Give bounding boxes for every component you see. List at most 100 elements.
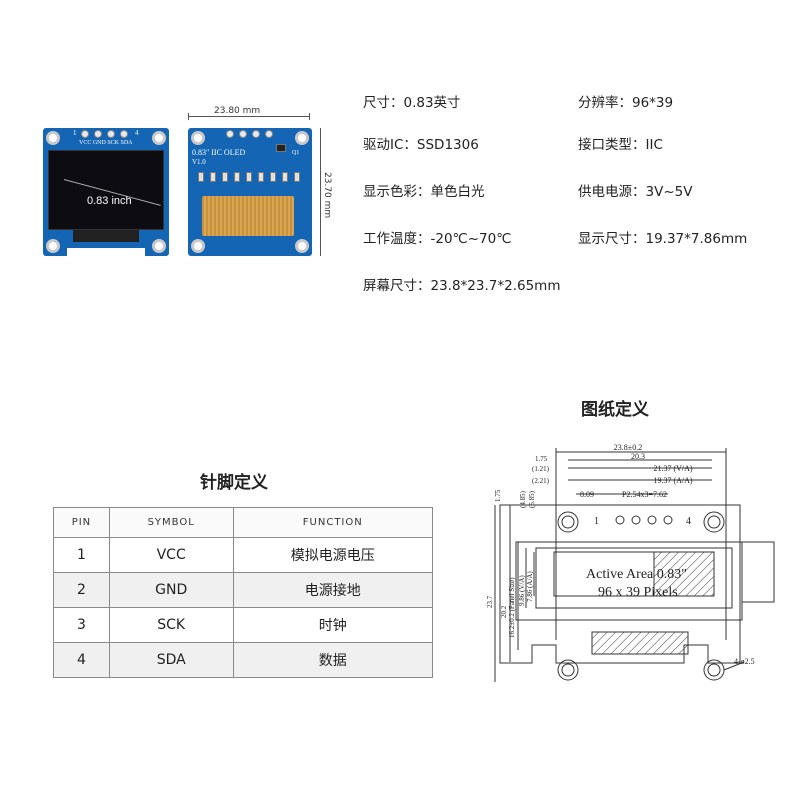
dim-vert-585: (5.85): [528, 490, 536, 508]
pin-pad: [120, 130, 128, 138]
spec-temperature: 工作温度：-20℃~70℃: [363, 231, 512, 247]
transistor-label: Q1: [292, 150, 300, 156]
capacitor: [282, 172, 288, 182]
pin-cell: 2: [53, 572, 110, 608]
drawing-section-title: 图纸定义: [581, 400, 649, 420]
board-model-text: 0.83" IIC OLED: [192, 148, 246, 157]
pin-number-4: 4: [135, 129, 139, 137]
height-dimension-line: [320, 128, 330, 256]
dim-left-221: (2.21): [532, 477, 550, 485]
dim-inner-width: 20.3: [631, 452, 645, 461]
dim-vert-aa: 7.86 (A/A): [526, 571, 534, 602]
symbol-cell: GND: [108, 572, 234, 608]
spec-color: 显示色彩：单色白光: [363, 184, 485, 200]
table-row: 2 GND 电源接地: [53, 572, 434, 608]
dim-vert-485: (4.85): [519, 490, 527, 508]
mount-hole-tr: [703, 511, 725, 533]
dim-total-width: 23.8±0.2: [614, 443, 642, 452]
board-notch: [67, 248, 145, 256]
pin-section-title: 针脚定义: [200, 473, 268, 493]
active-area-label: Active Area 0.83": [586, 567, 687, 582]
spec-resolution: 分辨率：96*39: [578, 95, 674, 111]
screen-size-label: 0.83 inch: [87, 195, 132, 207]
spec-driver-ic: 驱动IC：SSD1306: [363, 137, 479, 153]
pin-pad: [107, 130, 115, 138]
dim-vert-inner: 20.2: [500, 605, 508, 618]
dim-pin-offset: 8.09: [580, 490, 594, 499]
spec-display-size: 显示尺寸：19.37*7.86mm: [578, 231, 748, 247]
dim-aa-width: 19.37 (A/A): [653, 476, 692, 485]
width-dimension-line: [188, 108, 310, 120]
transistor-chip: [276, 144, 286, 152]
flex-cable: [202, 196, 294, 236]
mount-hole: [191, 239, 205, 253]
flex-hatch: [591, 631, 689, 655]
hole-diameter-callout: 4-ø2.5: [734, 657, 755, 666]
table-header-row: PIN SYMBOL FUNCTION: [53, 507, 434, 538]
drawing-pin-1: 1: [594, 516, 599, 527]
drawing-pin-4: 4: [686, 516, 691, 527]
dim-left-175: 1.75: [535, 455, 548, 463]
symbol-cell: SDA: [108, 642, 234, 678]
mount-hole-bl: [557, 659, 579, 681]
mount-hole-tl: [557, 511, 579, 533]
pin-cell: 3: [53, 607, 110, 643]
dim-pin-pitch: P2.54x3=7.62: [622, 490, 667, 499]
mount-hole: [46, 239, 60, 253]
dim-vert-total: 23.7: [486, 595, 494, 608]
fpc-side: [741, 541, 775, 603]
mount-hole: [152, 131, 166, 145]
capacitor: [270, 172, 276, 182]
mount-hole: [46, 131, 60, 145]
capacitor: [294, 172, 300, 182]
mount-hole: [295, 131, 309, 145]
pin-definition-table: PIN SYMBOL FUNCTION 1 VCC 模拟电源电压 2 GND 电…: [53, 507, 434, 678]
function-cell: 电源接地: [232, 572, 434, 608]
oled-board-back: 0.83" IIC OLED V1.0 Q1: [188, 128, 312, 256]
screen-flex-tab: [73, 230, 139, 242]
oled-screen: 0.83 inch: [48, 150, 164, 230]
dim-va-width: 21.37 (V/A): [653, 464, 692, 473]
header-function: FUNCTION: [232, 507, 434, 538]
mount-hole: [152, 239, 166, 253]
resistor: [234, 172, 240, 182]
dim-vert-panel: 16.2±0.2 (Panel Size): [508, 577, 516, 638]
capacitor: [198, 172, 204, 182]
table-row: 3 SCK 时钟: [53, 607, 434, 643]
dim-left-121: (1.21): [532, 465, 550, 473]
board-version-text: V1.0: [192, 158, 206, 166]
pin-labels: VCC GND SCK SDA: [79, 140, 133, 146]
pin-pad: [239, 130, 247, 138]
pin-cell: 4: [53, 642, 110, 678]
pin-pad: [94, 130, 102, 138]
symbol-cell: SCK: [108, 607, 234, 643]
oled-board-front: 1 4 VCC GND SCK SDA 0.83 inch: [43, 128, 169, 256]
pin-pad: [252, 130, 260, 138]
function-cell: 数据: [232, 642, 434, 678]
function-cell: 时钟: [232, 607, 434, 643]
header-symbol: SYMBOL: [108, 507, 234, 538]
capacitor: [222, 172, 228, 182]
mount-hole: [191, 131, 205, 145]
width-dimension-label: 23.80 mm: [212, 106, 263, 116]
pin-pad: [81, 130, 89, 138]
mount-hole: [295, 239, 309, 253]
spec-interface: 接口类型：IIC: [578, 137, 663, 153]
dim-vert-va: 9.86 (V/A): [518, 575, 526, 606]
header-pin: PIN: [53, 507, 110, 538]
board-outline: [499, 504, 741, 664]
capacitor: [210, 172, 216, 182]
dim-vert-175: 1.75: [494, 489, 502, 502]
spec-size: 尺寸：0.83英寸: [363, 95, 461, 111]
spec-power: 供电电源：3V~5V: [578, 184, 693, 200]
symbol-cell: VCC: [108, 537, 234, 573]
active-area-hatch: [653, 551, 715, 597]
function-cell: 模拟电源电压: [232, 537, 434, 573]
pin-number-1: 1: [73, 129, 77, 137]
mechanical-drawing: 23.8±0.2 20.3 21.37 (V/A) 19.37 (A/A) 8.…: [486, 443, 775, 682]
active-area-pixels: 96 x 39 Pixels: [598, 585, 678, 600]
viewing-area: [535, 547, 733, 609]
pin-pad: [226, 130, 234, 138]
spec-screen-size: 屏幕尺寸：23.8*23.7*2.65mm: [363, 278, 561, 294]
pin-cell: 1: [53, 537, 110, 573]
